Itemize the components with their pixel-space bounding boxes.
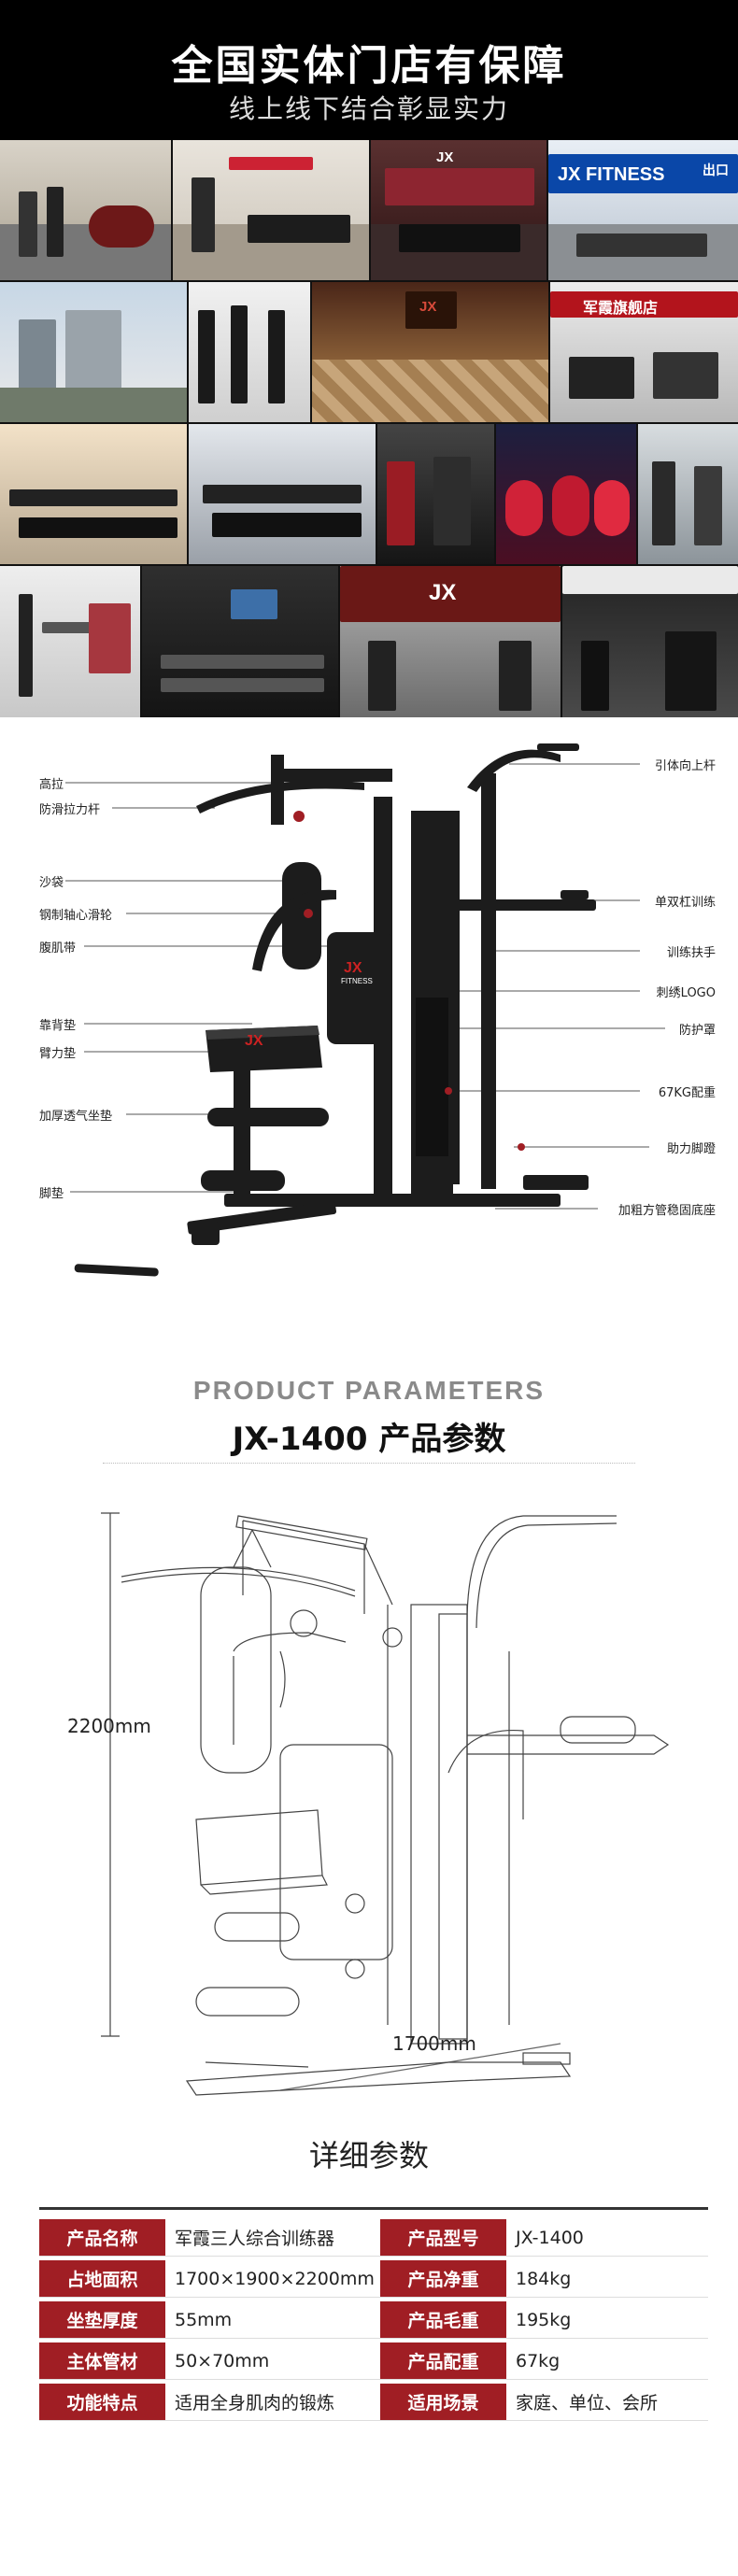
callout-embroidered-logo: 刺绣LOGO (656, 986, 716, 1000)
callout-handrail: 训练扶手 (666, 946, 716, 960)
store-photo (0, 424, 187, 564)
callout-weight-stack: 67KG配重 (658, 1086, 716, 1100)
store-photo: 军霞旗舰店 (550, 282, 738, 422)
machine-back-logo-sub: FITNESS (341, 977, 373, 985)
store-photo (562, 566, 738, 717)
callout-ab-strap: 腹肌带 (39, 941, 77, 955)
store-photo (0, 282, 187, 422)
spec-value: 军霞三人综合训练器 (165, 2219, 380, 2257)
callout-anti-slip-bar: 防滑拉力杆 (39, 803, 101, 817)
spec-rule (39, 2207, 708, 2210)
store-sign: 军霞旗舰店 (583, 301, 659, 317)
spec-row: 主体管材 50×70mm 产品配重 67kg (39, 2342, 708, 2380)
store-photo: JX (340, 566, 561, 717)
dimension-drawing: 2200mm 1700mm (0, 1465, 738, 2100)
spec-value: 55mm (165, 2301, 380, 2339)
spec-key: 功能特点 (39, 2384, 165, 2421)
spec-table: 产品名称 军霞三人综合训练器 产品型号 JX-1400 占地面积 1700×19… (39, 2215, 708, 2425)
params-title-cn: JX-1400 产品参数 (232, 1421, 506, 1458)
spec-key: 产品配重 (380, 2342, 506, 2380)
spec-value: 67kg (506, 2342, 708, 2380)
machine-feature-diagram: JX FITNESS JX 高拉 防滑拉力杆 沙袋 钢制轴心滑轮 腹肌带 靠背垫… (0, 717, 738, 1334)
exit-sign: 出口 (703, 161, 729, 179)
spec-value: 适用全身肌肉的锻炼 (165, 2384, 380, 2421)
store-photo: JX (312, 282, 548, 422)
banner-headline: 全国实体门店有保障 (171, 42, 567, 90)
height-dimension-label: 2200mm (67, 1715, 151, 1737)
params-title-en: PRODUCT PARAMETERS (192, 1376, 546, 1405)
machine-seat-logo: JX (245, 1033, 263, 1049)
spec-row: 占地面积 1700×1900×2200mm 产品净重 184kg (39, 2260, 708, 2298)
callout-assist-pedal: 助力脚蹬 (666, 1142, 716, 1156)
spec-key: 产品名称 (39, 2219, 165, 2257)
store-photo (189, 424, 376, 564)
spec-value: 家庭、单位、会所 (506, 2384, 708, 2421)
banner-subline: 线上线下结合彰显实力 (228, 93, 509, 124)
store-banner: 全国实体门店有保障 线上线下结合彰显实力 (0, 0, 738, 140)
spec-row: 坐垫厚度 55mm 产品毛重 195kg (39, 2301, 708, 2339)
store-photo (173, 140, 369, 280)
width-dimension-label: 1700mm (392, 2032, 476, 2055)
spec-key: 产品毛重 (380, 2301, 506, 2339)
store-logo-mark: JX (436, 149, 454, 165)
spec-value: 1700×1900×2200mm (165, 2260, 380, 2298)
machine-back-logo: JX (344, 960, 362, 976)
callout-base: 加粗方管稳固底座 (617, 1204, 716, 1218)
callout-pull-up-bar: 引体向上杆 (654, 759, 716, 773)
callout-seat-cushion: 加厚透气坐垫 (39, 1110, 113, 1124)
callout-foot-pad: 脚垫 (39, 1187, 64, 1201)
spec-row: 产品名称 军霞三人综合训练器 产品型号 JX-1400 (39, 2219, 708, 2257)
spec-key: 适用场景 (380, 2384, 506, 2421)
store-photo: JX FITNESS 出口 (548, 140, 738, 280)
store-photo (189, 282, 310, 422)
store-logo-mark: JX (419, 299, 437, 315)
callout-guard-cover: 防护罩 (678, 1024, 716, 1038)
callout-steel-pulley: 钢制轴心滑轮 (39, 909, 113, 923)
store-photo (496, 424, 636, 564)
fitness-sign: JX FITNESS (558, 164, 665, 185)
callout-dip-bars: 单双杠训练 (654, 896, 716, 910)
callout-high-pull: 高拉 (39, 778, 64, 792)
store-photo: JX (371, 140, 546, 280)
spec-key: 占地面积 (39, 2260, 165, 2298)
spec-title: 详细参数 (308, 2138, 429, 2173)
spec-value: 195kg (506, 2301, 708, 2339)
callout-arm-pad: 臂力垫 (39, 1047, 77, 1061)
callout-back-pad: 靠背垫 (39, 1019, 77, 1033)
store-photo (0, 566, 140, 717)
spec-key: 产品净重 (380, 2260, 506, 2298)
spec-key: 主体管材 (39, 2342, 165, 2380)
spec-key: 坐垫厚度 (39, 2301, 165, 2339)
spec-section: 详细参数 产品名称 军霞三人综合训练器 产品型号 JX-1400 占地面积 17… (0, 2100, 738, 2464)
spec-value: 184kg (506, 2260, 708, 2298)
spec-row: 功能特点 适用全身肌肉的锻炼 适用场景 家庭、单位、会所 (39, 2384, 708, 2421)
params-divider (103, 1463, 635, 1465)
callout-sandbag: 沙袋 (39, 876, 64, 890)
spec-value: 50×70mm (165, 2342, 380, 2380)
params-header: PRODUCT PARAMETERS JX-1400 产品参数 (0, 1334, 738, 1465)
spec-value: JX-1400 (506, 2219, 708, 2257)
store-photo (377, 424, 494, 564)
machine-line-drawing (101, 1512, 670, 2096)
machine-illustration (65, 743, 665, 1277)
store-photo-grid: JX JX FITNESS 出口 JX 军霞旗舰店 (0, 140, 738, 717)
store-photo (0, 140, 171, 280)
store-photo (638, 424, 738, 564)
store-photo (142, 566, 338, 717)
store-logo-mark: JX (429, 580, 457, 605)
spec-key: 产品型号 (380, 2219, 506, 2257)
